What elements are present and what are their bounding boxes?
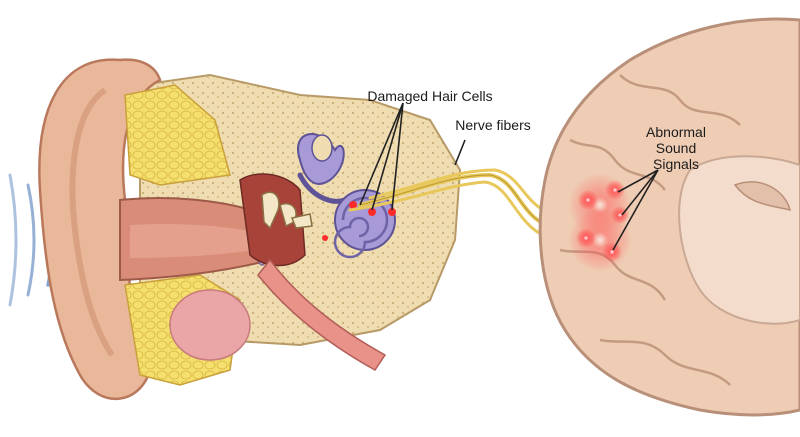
parotid-tissue [169, 289, 251, 361]
brain-gyri [559, 74, 741, 386]
abnormal-signal-glow [568, 173, 632, 272]
damaged-hair-cells [322, 201, 396, 241]
brain-ventricle [733, 181, 792, 212]
damaged-hair-cells-label: Damaged Hair Cells [367, 88, 492, 104]
ossicles [261, 191, 313, 230]
abnormal-signals-label-line2: Sound [656, 140, 696, 156]
upper-fat-tissue [124, 84, 231, 186]
nerve-fibers-label: Nerve fibers [455, 117, 530, 133]
eustachian-tube [257, 258, 387, 371]
abnormal-signals-label-line1: Abnormal [646, 124, 706, 140]
ear-canal-inner [130, 223, 255, 258]
ear-fold [69, 87, 115, 357]
nerve-fibers [348, 168, 567, 244]
leader-lines [359, 102, 659, 251]
abnormal-signals-label-line3: Signals [653, 156, 699, 172]
